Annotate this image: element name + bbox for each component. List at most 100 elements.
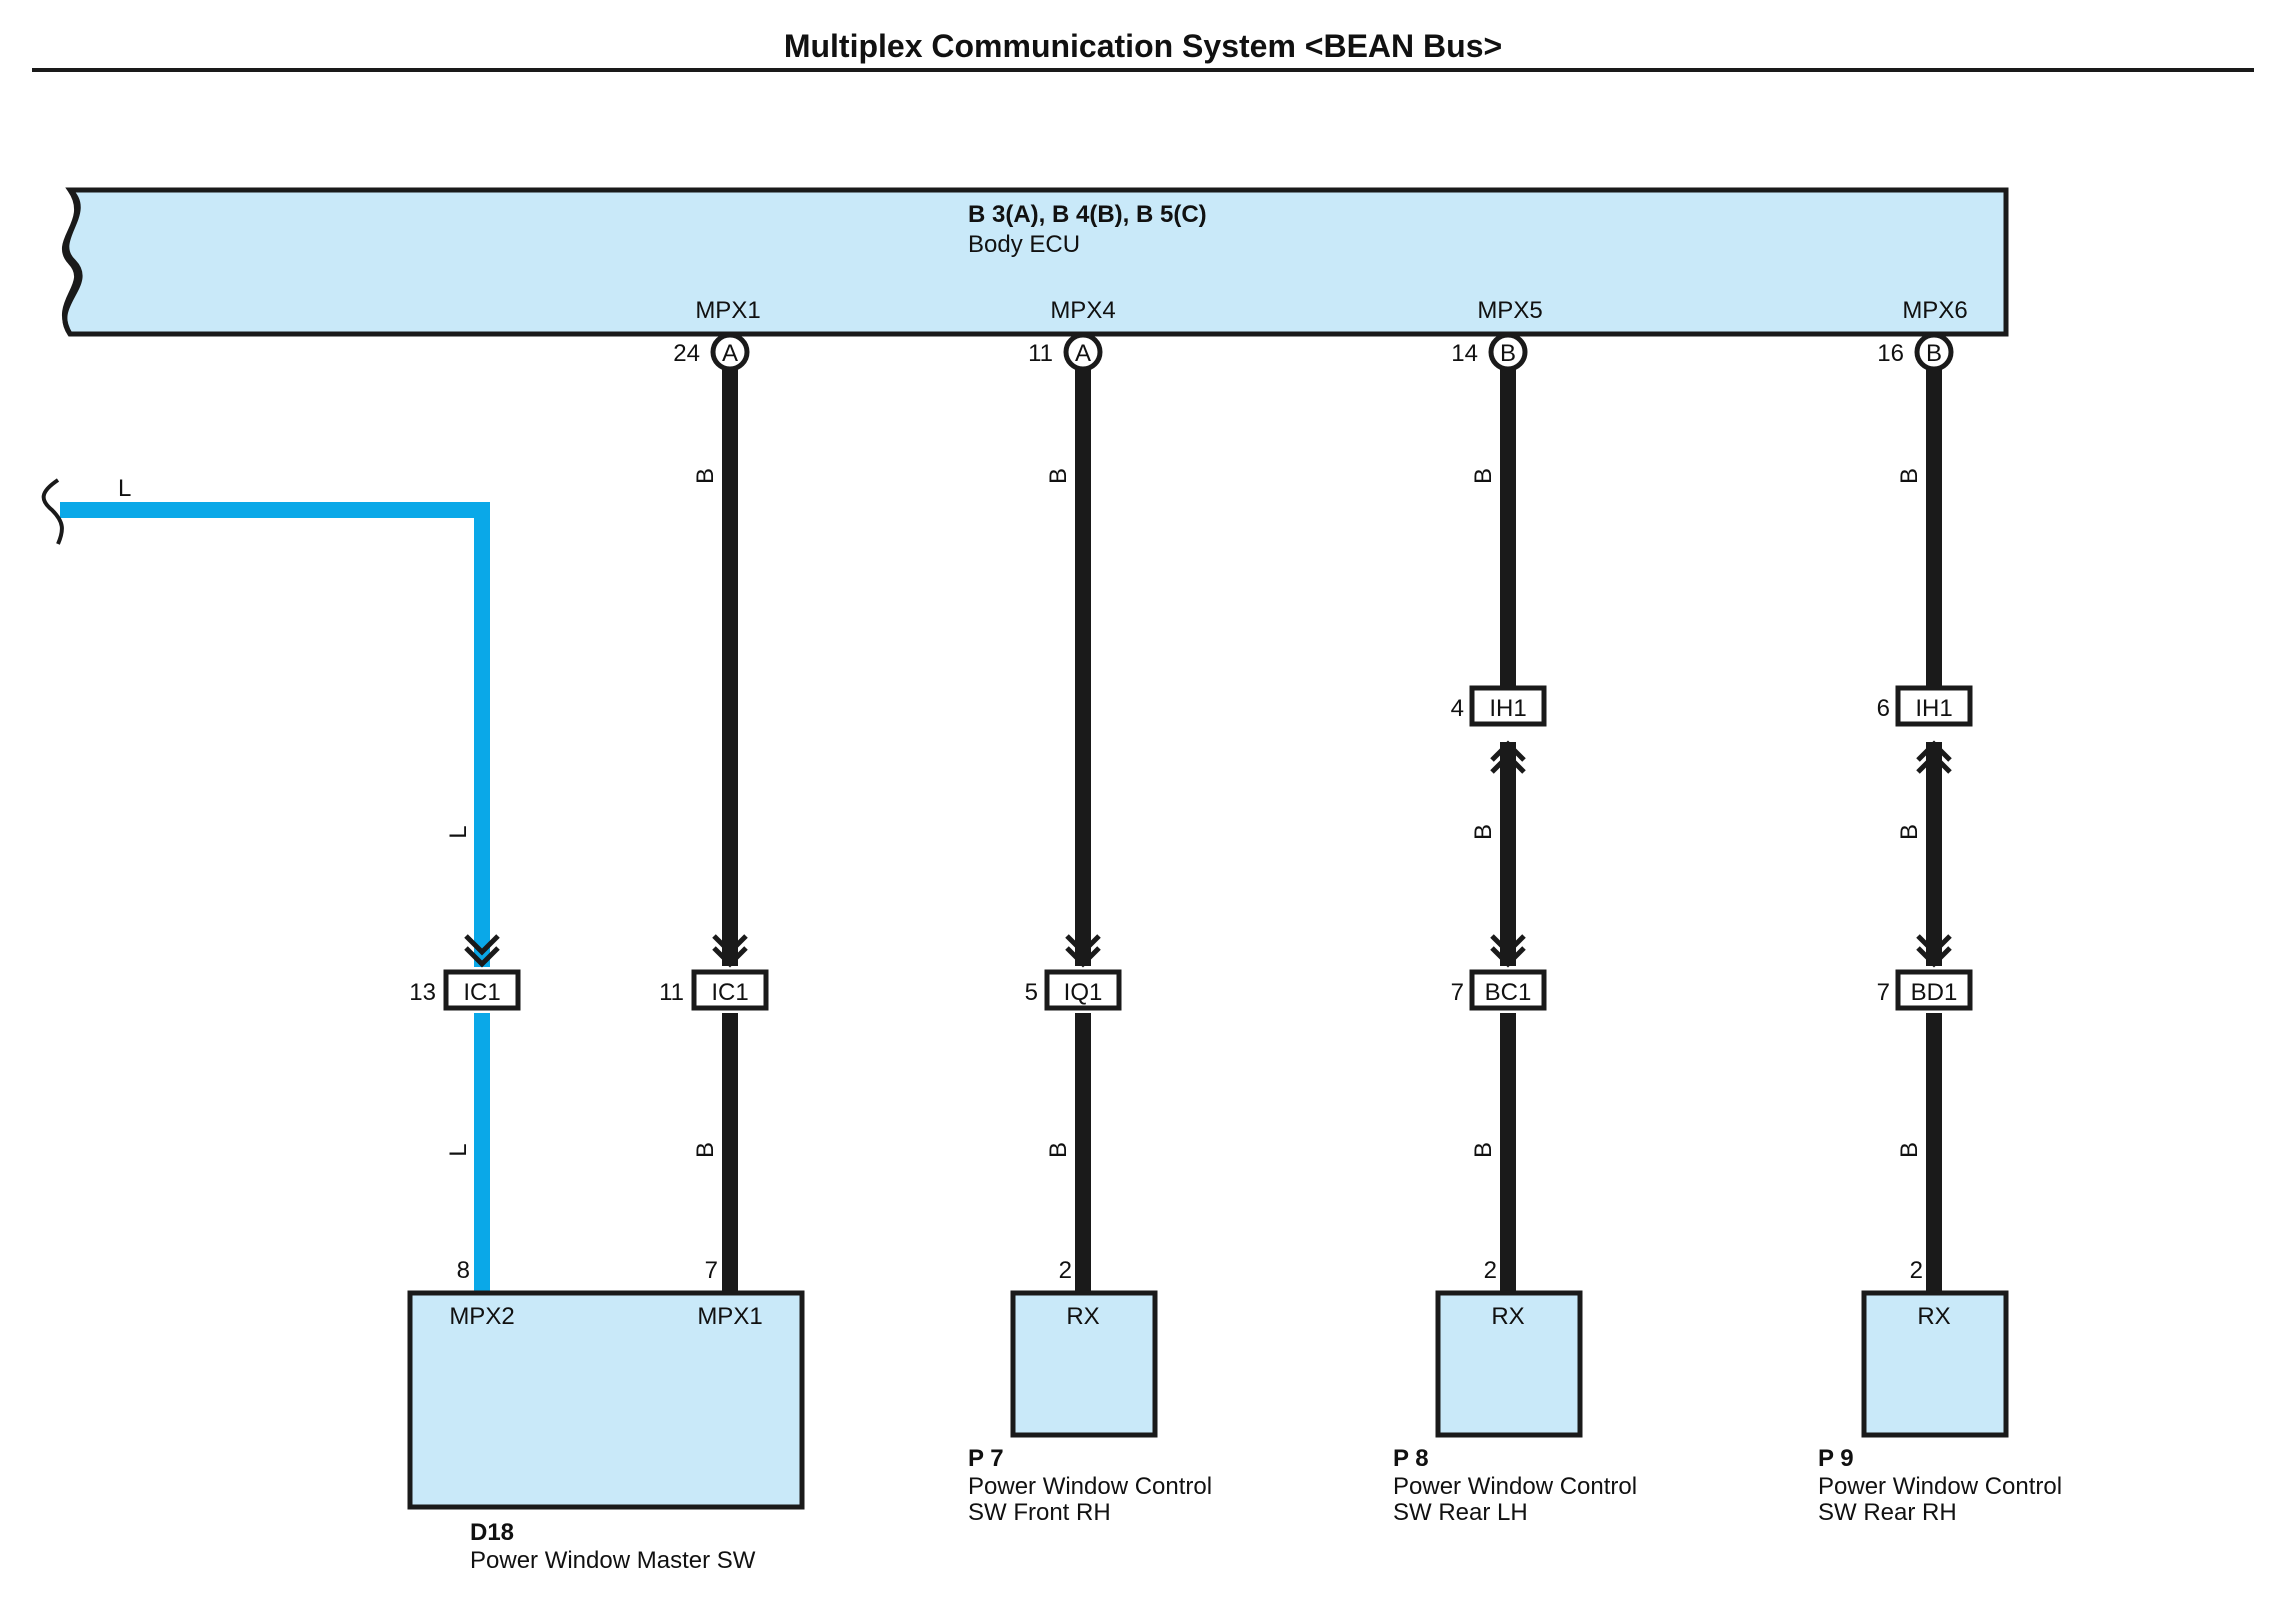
component-pin-label: MPX1 [697, 1303, 762, 1330]
junction-lower-5: 7 BD1 [1877, 969, 1973, 1011]
pin-number: 7 [705, 1257, 718, 1284]
junction-code: IH1 [1915, 695, 1952, 722]
pin-number: 2 [1910, 1257, 1923, 1284]
component-name: Power Window Control [1393, 1473, 1637, 1500]
junction-code: BD1 [1911, 979, 1958, 1006]
wire-color-label: B [1896, 1142, 1923, 1158]
pin-number: 2 [1484, 1257, 1497, 1284]
wire-color-label: B [1896, 824, 1923, 840]
wire-color-label: B [692, 468, 719, 484]
component-name: Power Window Control [968, 1473, 1212, 1500]
arrows [464, 740, 1952, 968]
ecu-connector-4: 16 B [1877, 332, 1954, 372]
component-id: P 7 [968, 1445, 1004, 1472]
connector-arrow-icon [1065, 934, 1101, 968]
junction-lower-2: 11 IC1 [659, 969, 769, 1011]
junction-box-icon [1469, 969, 1547, 1011]
body-ecu-name: Body ECU [968, 231, 1080, 258]
component-pin-label: MPX2 [449, 1303, 514, 1330]
ecu-connector-1: 24 A [673, 332, 750, 372]
wire-color-label: B [1045, 468, 1072, 484]
component-p7: 2 RX P 7 Power Window Control SW Front R… [968, 1257, 1212, 1526]
component-pin-label: RX [1491, 1303, 1524, 1330]
connector-arrow-icon [1916, 740, 1952, 774]
wire-color-label: B [1470, 468, 1497, 484]
wire-break-icon [62, 188, 83, 336]
junction-lower-4: 7 BC1 [1451, 969, 1547, 1011]
pin-number: 4 [1451, 695, 1464, 722]
pin-number: 2 [1059, 1257, 1072, 1284]
connector-letter: A [722, 340, 738, 367]
component-p9: 2 RX P 9 Power Window Control SW Rear RH [1818, 1257, 2062, 1526]
connector-arrow-icon [1490, 740, 1526, 774]
pin-number: 16 [1877, 340, 1904, 367]
junction-box-icon [1895, 685, 1973, 727]
pin-number: 7 [1451, 979, 1464, 1006]
wire-l: L L L [41, 475, 490, 1292]
pin-number: 14 [1451, 340, 1478, 367]
wire-color-label: B [1470, 824, 1497, 840]
pin-number: 7 [1877, 979, 1890, 1006]
connector-circle-icon [710, 332, 750, 372]
component-id: P 8 [1393, 1445, 1429, 1472]
connector-letter: B [1926, 340, 1942, 367]
ecu-pin-label: MPX4 [1050, 297, 1115, 324]
junction-code: IH1 [1489, 695, 1526, 722]
wire-color-label: B [692, 1142, 719, 1158]
ecu-connector-2: 11 A [1028, 332, 1103, 372]
connector-letter: A [1075, 340, 1091, 367]
body-ecu-connectors: B 3(A), B 4(B), B 5(C) [968, 201, 1207, 228]
component-id: P 9 [1818, 1445, 1854, 1472]
component-name: SW Front RH [968, 1499, 1111, 1526]
ecu-connector-3: 14 B [1451, 332, 1528, 372]
wire-color-label: B [1045, 1142, 1072, 1158]
ecu-pin-label: MPX5 [1477, 297, 1542, 324]
body-ecu: B 3(A), B 4(B), B 5(C) Body ECU MPX1 MPX… [61, 187, 2009, 337]
junction-upper-2: 6 IH1 [1877, 685, 1973, 727]
component-name: Power Window Master SW [470, 1547, 756, 1574]
pin-number: 13 [409, 979, 436, 1006]
pin-number: 11 [659, 979, 684, 1006]
wire-b [722, 366, 1942, 1292]
connector-arrow-icon [464, 934, 500, 968]
component-name: SW Rear RH [1818, 1499, 1957, 1526]
component-name: Power Window Control [1818, 1473, 2062, 1500]
junction-code: BC1 [1485, 979, 1532, 1006]
connector-arrow-icon [1916, 934, 1952, 968]
wire-color-label: L [445, 825, 472, 838]
component-box [1435, 1290, 1583, 1438]
wire-color-label: L [118, 475, 131, 502]
junction-lower-1: 13 IC1 [409, 969, 521, 1011]
component-box [407, 1290, 805, 1510]
wire-color-label: B [1896, 468, 1923, 484]
junction-box-icon [1469, 685, 1547, 727]
pin-number: 11 [1028, 340, 1053, 367]
ecu-pin-label: MPX6 [1902, 297, 1967, 324]
component-pin-label: RX [1917, 1303, 1950, 1330]
ecu-pin-label: MPX1 [695, 297, 760, 324]
junction-code: IC1 [711, 979, 748, 1006]
component-d18: 8 7 MPX2 MPX1 D18 Power Window Master SW [407, 1257, 805, 1574]
component-box [1010, 1290, 1158, 1438]
component-box [1861, 1290, 2009, 1438]
component-name: SW Rear LH [1393, 1499, 1528, 1526]
pin-number: 5 [1025, 979, 1038, 1006]
connector-arrow-icon [1490, 934, 1526, 968]
junction-box-icon [1895, 969, 1973, 1011]
component-pin-label: RX [1066, 1303, 1099, 1330]
pin-number: 8 [457, 1257, 470, 1284]
connector-circle-icon [1488, 332, 1528, 372]
component-id: D18 [470, 1519, 514, 1546]
component-p8: 2 RX P 8 Power Window Control SW Rear LH [1393, 1257, 1637, 1526]
junction-box-icon [691, 969, 769, 1011]
junction-box-icon [443, 969, 521, 1011]
connector-circle-icon [1063, 332, 1103, 372]
title-rule [32, 68, 2254, 72]
junction-code: IC1 [463, 979, 500, 1006]
wire-color-label: B [1470, 1142, 1497, 1158]
pin-number: 6 [1877, 695, 1890, 722]
connector-arrow-icon [712, 934, 748, 968]
wire-break-icon [41, 478, 64, 545]
connector-letter: B [1500, 340, 1516, 367]
